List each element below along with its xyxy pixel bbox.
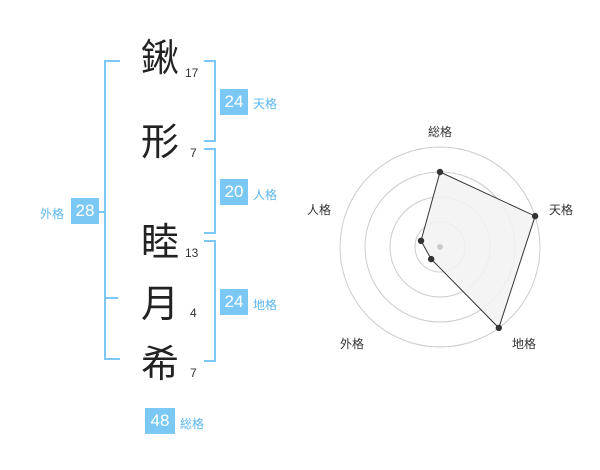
radar-label-chikaku: 地格 xyxy=(512,337,537,351)
gaikaku-bracket xyxy=(104,60,120,360)
radar-point-4 xyxy=(428,255,435,263)
radar-label-gaikaku: 外格 xyxy=(340,337,365,351)
radar-ring xyxy=(389,196,491,298)
radar-ring xyxy=(339,146,541,348)
jinkaku-bracket xyxy=(204,148,216,234)
jinkaku-value: 20 xyxy=(220,179,248,205)
radar-label-jinkaku: 人格 xyxy=(307,203,332,217)
chikaku-label: 地格 xyxy=(253,298,278,312)
radar-ring xyxy=(364,171,516,323)
name-char-3: 睦 xyxy=(140,220,179,264)
name-char-4: 月 xyxy=(140,282,179,326)
radar-point-3 xyxy=(495,324,502,332)
radar-point-2 xyxy=(531,212,539,220)
stroke-count-5: 7 xyxy=(190,366,197,380)
tenkaku-label: 天格 xyxy=(253,97,278,111)
name-char-2: 形 xyxy=(140,120,179,164)
chikaku-bracket xyxy=(204,240,216,362)
soukaku-value: 48 xyxy=(145,408,175,434)
radar-point-5 xyxy=(417,237,425,244)
stroke-count-2: 7 xyxy=(190,146,197,160)
radar-polygon xyxy=(420,171,536,329)
gaikaku-label: 外格 xyxy=(40,207,65,221)
radar-ring xyxy=(414,221,466,273)
tenkaku-bracket xyxy=(204,60,216,142)
soukaku-label: 総格 xyxy=(180,417,205,431)
radar-label-tenkaku: 天格 xyxy=(549,203,574,217)
radar-point-1 xyxy=(436,168,444,176)
gaikaku-bracket-mid xyxy=(104,297,118,299)
jinkaku-label: 人格 xyxy=(253,188,278,202)
radar-center-dot xyxy=(437,244,443,250)
stroke-count-3: 13 xyxy=(185,246,199,260)
radar-label-soukaku: 総格 xyxy=(428,125,453,139)
stroke-count-4: 4 xyxy=(190,306,197,320)
name-char-5: 希 xyxy=(140,342,179,386)
stroke-count-1: 17 xyxy=(185,66,199,80)
gaikaku-value: 28 xyxy=(71,198,99,224)
name-char-1: 鍬 xyxy=(140,36,179,80)
tenkaku-value: 24 xyxy=(220,89,248,115)
gaikaku-connector xyxy=(98,211,106,213)
chikaku-value: 24 xyxy=(220,289,248,315)
